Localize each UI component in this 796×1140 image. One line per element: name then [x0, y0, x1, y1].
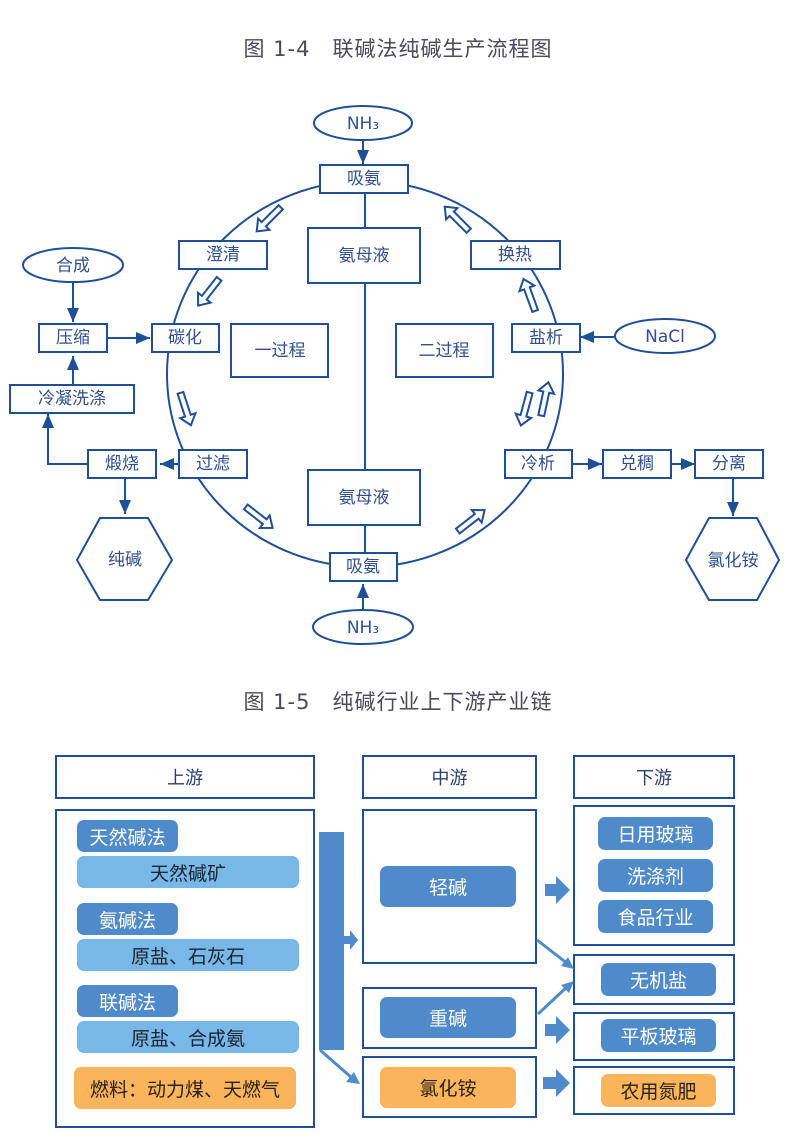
- clarify-node: [178, 240, 268, 270]
- cycle-arrow-cooling-down: [513, 390, 534, 428]
- upstream-collector-bar: [319, 832, 344, 1050]
- method-ammonia-soda: 氨碱法: [77, 903, 178, 935]
- arrow-light-to-group1: [545, 876, 570, 904]
- upstream-header: 上游: [55, 755, 315, 799]
- condense-wash-label: 冷凝洗涤: [38, 389, 106, 409]
- inorganic-salt-tag: 无机盐: [601, 963, 716, 996]
- nh3-bottom-label: NH₃: [347, 618, 379, 638]
- mother-liquor-top-label: 氨母液: [339, 246, 390, 266]
- midstream-header: 中游: [362, 755, 537, 799]
- absorb-top-node: [319, 164, 409, 194]
- arrowhead-upstream-to-nh4cl: [346, 1072, 360, 1084]
- heat-exchange-label: 换热: [498, 245, 532, 265]
- cycle-arrow-absorb-to-clarify: [255, 203, 285, 233]
- arrow-heavy-to-inorganic-salt: [536, 984, 570, 1016]
- thickening-label: 兑稠: [620, 454, 654, 474]
- absorb-top-label: 吸氨: [347, 169, 381, 189]
- detergent-tag: 洗涤剂: [598, 859, 713, 892]
- figure-1-number: 图 1-4: [243, 37, 311, 61]
- nitrogen-fertilizer-tag: 农用氮肥: [601, 1074, 716, 1107]
- soda-ash-label: 纯碱: [108, 550, 142, 570]
- absorb-bottom-label: 吸氨: [346, 557, 380, 577]
- clarify-label: 澄清: [206, 245, 240, 265]
- figure-2-number: 图 1-5: [243, 690, 311, 714]
- synthesis-label: 合成: [56, 256, 90, 276]
- method-combined-soda: 联碱法: [77, 985, 178, 1017]
- material-salt-limestone: 原盐、石灰石: [77, 939, 299, 971]
- arrow-nh4cl-to-fertilizer: [543, 1069, 570, 1097]
- nacl-label: NaCl: [645, 327, 685, 347]
- fuel-tag: 燃料：动力煤、天燃气: [74, 1067, 296, 1109]
- nh3-bottom-node: [312, 609, 414, 645]
- heat-exchange-node: [470, 240, 561, 270]
- mother-liquor-bottom-node: [307, 469, 421, 526]
- figure-1-title: 联碱法纯碱生产流程图: [332, 37, 553, 61]
- figure-1-caption: 图 1-4 联碱法纯碱生产流程图: [0, 33, 796, 63]
- cooling-crystallize-node: [504, 449, 573, 479]
- nh3-top-node: [313, 105, 413, 141]
- process-one-node: [230, 323, 329, 378]
- method-natural-soda: 天然碱法: [77, 820, 178, 852]
- daily-glass-tag: 日用玻璃: [598, 817, 713, 850]
- ammonium-chloride-tag: 氯化铵: [380, 1067, 516, 1108]
- material-salt-synthetic-ammonia: 原盐、合成氨: [77, 1021, 299, 1053]
- mother-liquor-bottom-label: 氨母液: [339, 488, 390, 508]
- filter-label: 过滤: [196, 454, 230, 474]
- nacl-node: [614, 318, 716, 354]
- heavy-soda-tag: 重碱: [380, 997, 516, 1038]
- cycle-arrow-carbonize-to-filter: [176, 390, 198, 427]
- light-soda-tag: 轻碱: [380, 866, 516, 907]
- material-natural-soda-ore: 天然碱矿: [77, 856, 299, 888]
- food-industry-tag: 食品行业: [598, 900, 713, 933]
- separate-node: [694, 449, 764, 479]
- calcine-label: 煅烧: [105, 454, 139, 474]
- cooling-crystallize-label: 冷析: [521, 454, 555, 474]
- figure-2-title: 纯碱行业上下游产业链: [332, 690, 553, 714]
- carbonize-node: [151, 323, 220, 353]
- compress-node: [38, 323, 108, 353]
- cycle-arrow-absorb-to-cooling: [454, 508, 486, 535]
- carbonize-label: 碳化: [168, 328, 202, 348]
- arrow-light-to-inorganic-salt: [536, 938, 569, 966]
- flat-glass-tag: 平板玻璃: [601, 1019, 716, 1052]
- cycle-arrow-salting-to-heat: [517, 277, 540, 314]
- soda-ash-node: [75, 517, 174, 601]
- absorb-bottom-node: [329, 552, 398, 582]
- process-two-node: [395, 323, 494, 378]
- arrow-upstream-to-midstream: [344, 930, 358, 950]
- arrow-calcine-to-wash: [42, 414, 88, 465]
- cycle-arrow-filter-to-absorb: [242, 503, 274, 530]
- cycle-arrow-clarify-to-carbonize: [196, 275, 223, 307]
- compress-label: 压缩: [56, 328, 90, 348]
- process-two-label: 二过程: [419, 341, 470, 361]
- figure-2-caption: 图 1-5 纯碱行业上下游产业链: [0, 686, 796, 716]
- cycle-arrow-heat-to-absorb: [443, 205, 473, 235]
- mother-liquor-top-node: [307, 227, 421, 284]
- cycle-arrow-up-to-salting: [536, 380, 556, 418]
- filter-node: [178, 449, 248, 479]
- downstream-header: 下游: [573, 755, 735, 799]
- ammonium-chloride-node: [684, 517, 781, 601]
- ammonium-chloride-label: 氯化铵: [708, 551, 759, 571]
- flow-diagram: NH₃ 吸氨 氨母液 澄清 碳化 一过程 二过程 换热 盐析 NaCl 合成 压…: [9, 105, 781, 645]
- separate-label: 分离: [712, 454, 746, 474]
- synthesis-node: [22, 247, 124, 283]
- calcine-node: [87, 449, 157, 479]
- condense-wash-node: [9, 384, 135, 414]
- salting-out-label: 盐析: [529, 328, 563, 348]
- thickening-node: [602, 449, 672, 479]
- nh3-top-label: NH₃: [347, 114, 379, 134]
- process-one-label: 一过程: [255, 341, 306, 361]
- arrow-upstream-to-nh4cl: [319, 1048, 353, 1080]
- arrow-heavy-to-flat-glass: [545, 1016, 570, 1044]
- salting-out-node: [511, 323, 581, 353]
